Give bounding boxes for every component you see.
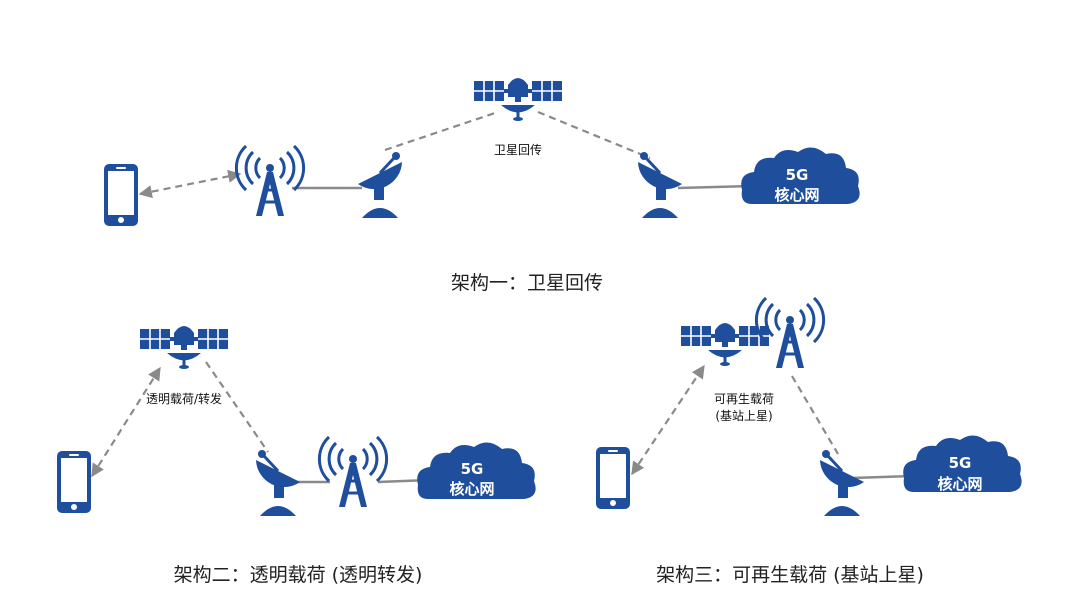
cell-tower-icon [234,144,306,218]
dish-antenna-icon [356,150,404,220]
architecture-2: 透明载荷/转发 5G 核心网 架构二：透明载荷 (透明转发) [57,325,536,586]
core-network-line1: 5G [949,454,972,472]
phone-satellite-link [91,366,161,478]
dish-core-link [677,184,753,190]
satellite-icon [139,325,229,370]
caption-architecture-1: 架构一：卫星回传 [451,272,603,294]
cell-tower-icon [317,435,389,509]
satellite-label: 透明载荷/转发 [146,391,222,406]
satellite-label: 卫星回传 [494,142,542,157]
core-network-line1: 5G [786,166,809,184]
phone-satellite-link [631,364,705,476]
core-network-line2: 核心网 [774,186,819,204]
core-network-line2: 核心网 [937,475,982,493]
phone-tower-link [138,169,242,199]
dish-antenna-icon [818,448,866,518]
core-network-line2: 核心网 [449,480,494,498]
dish-antenna-icon [254,448,302,518]
dish-antenna-icon [636,150,684,220]
dish-satellite-link-left [384,110,499,152]
satellite-icon [680,322,770,367]
architecture-1: 卫星回传 5G 核心网 架构一：卫星回传 [104,77,860,294]
satellite-dish-link [205,361,269,453]
caption-architecture-2: 架构二：透明载荷 (透明转发) [174,564,423,586]
phone-icon [57,451,91,513]
phone-icon [104,164,138,226]
satellite-label-line1: 可再生载荷 [714,392,774,406]
architecture-3: 可再生载荷 (基站上星) 5G 核心网 架构三：可再生载荷 (基站上星) [596,296,1022,586]
core-network-line1: 5G [461,460,484,478]
satellite-dish-link [791,375,839,455]
satellite-label-line2: (基站上星) [715,409,772,423]
phone-icon [596,447,630,509]
caption-architecture-3: 架构三：可再生载荷 (基站上星) [656,564,924,586]
satellite-dish-link-right [537,110,651,160]
